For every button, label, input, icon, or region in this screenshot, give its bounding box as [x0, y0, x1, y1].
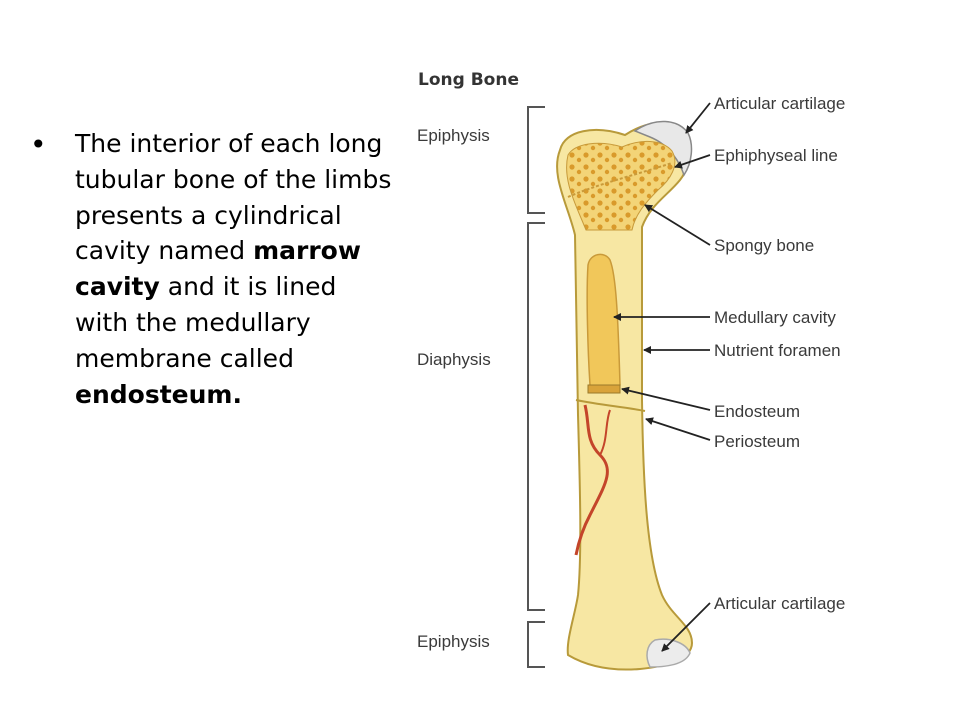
arrow-periosteum [645, 417, 711, 441]
label-articular-cartilage-top: Articular cartilage [714, 94, 845, 113]
arrow-articular-cartilage-top [685, 102, 711, 134]
label-spongy-bone: Spongy bone [714, 236, 814, 255]
long-bone-diagram: Long Bone Epiphysis Diaphysis Epiphysis [417, 70, 845, 671]
arrow-spongy-bone [644, 204, 711, 246]
nutrient-vessel-branch [599, 409, 611, 456]
label-periosteum: Periosteum [714, 432, 800, 451]
diagram-title: Long Bone [418, 70, 519, 90]
arrow-epiphyseal-line [674, 154, 711, 169]
periosteum-edge [575, 399, 646, 412]
label-epiphysis-top: Epiphysis [417, 126, 490, 145]
label-epiphysis-bottom: Epiphysis [417, 632, 490, 651]
epiphyseal-line [567, 162, 673, 198]
spongy-bone-region [566, 141, 676, 231]
label-epiphyseal-line: Ephiphyseal line [714, 146, 838, 165]
bullet-text-part-2: and it is lined with the medullary membr… [75, 272, 337, 373]
epiphysis-top-bracket [527, 106, 545, 214]
term-endosteum: endosteum. [75, 379, 242, 409]
arrow-endosteum [621, 386, 711, 411]
label-diaphysis: Diaphysis [417, 350, 491, 369]
label-nutrient-foramen: Nutrient foramen [714, 341, 841, 360]
bullet-text: The interior of each long tubular bone o… [75, 126, 395, 412]
bullet-text-part-1: The interior of each long tubular bone o… [75, 129, 392, 266]
label-articular-cartilage-bottom: Articular cartilage [714, 594, 845, 613]
epiphysis-bottom-bracket [527, 621, 545, 668]
bullet-marker: • [30, 128, 47, 161]
term-marrow-cavity: marrow cavity [75, 236, 361, 302]
label-endosteum: Endosteum [714, 402, 800, 421]
articular-cartilage-bottom [646, 638, 691, 668]
endosteum-layer [587, 384, 621, 394]
label-medullary-cavity: Medullary cavity [714, 308, 836, 327]
arrow-articular-cartilage-bottom [661, 602, 711, 652]
nutrient-vessel [574, 404, 609, 556]
diaphysis-bracket [527, 222, 545, 611]
